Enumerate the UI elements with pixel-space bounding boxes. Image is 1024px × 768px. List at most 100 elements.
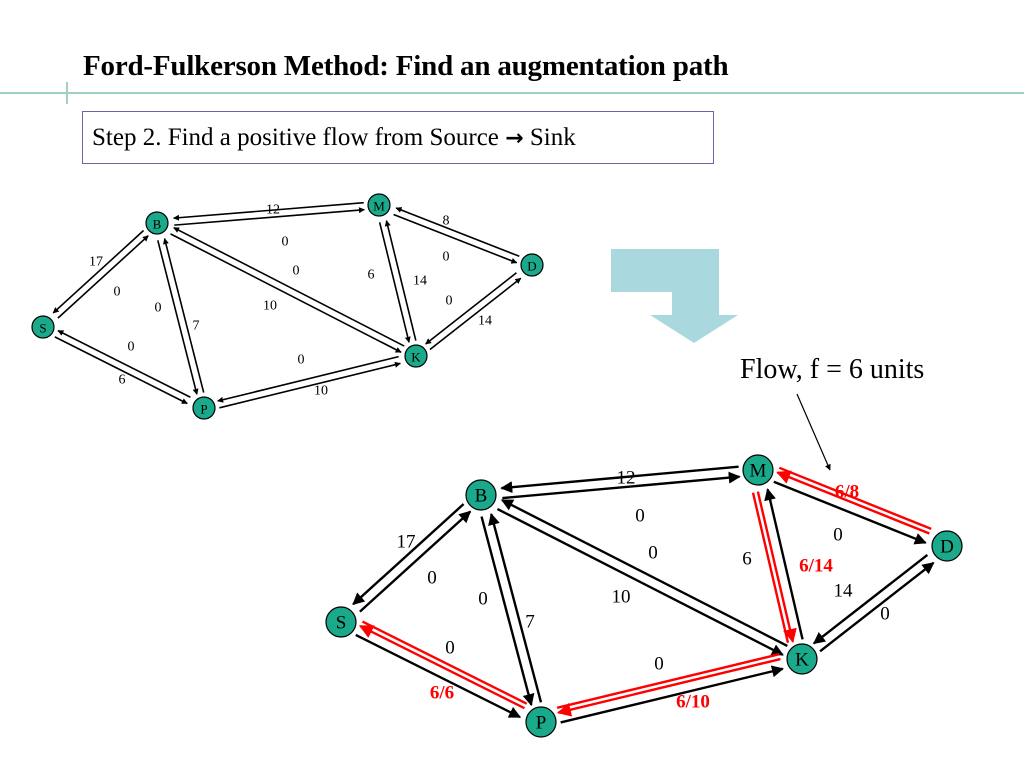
edge-M-B <box>173 201 364 221</box>
node-d <box>520 253 544 277</box>
flow-value-label: Flow, f = 6 units <box>740 354 925 385</box>
small-edge-label-11: 14 <box>413 274 427 289</box>
large-edge-label-13: 0 <box>654 654 664 675</box>
small-edge-label-9: 10 <box>263 299 277 314</box>
small-edge-label-13: 14 <box>478 314 492 329</box>
large-flow-label-1: 6/14 <box>799 556 833 577</box>
node-b <box>465 479 497 511</box>
large-edge-label-1: 0 <box>635 506 645 527</box>
large-edge-label-4: 0 <box>478 589 488 610</box>
node-p <box>192 396 216 420</box>
edge-K-D <box>819 561 935 653</box>
small-edge-label-3: 0 <box>443 250 450 265</box>
edge-P-K <box>219 361 401 409</box>
edge-M-B <box>500 465 739 494</box>
small-edge-label-2: 8 <box>443 214 450 229</box>
edge-M-K <box>756 491 797 643</box>
large-edge-label-9: 0 <box>833 525 843 546</box>
node-k <box>786 643 818 675</box>
edge-D-K <box>425 272 517 345</box>
node-d <box>931 530 963 562</box>
large-flow-label-2: 6/6 <box>430 683 454 704</box>
large-edge-label-12: 0 <box>880 604 890 625</box>
edge-S-P <box>355 633 522 719</box>
edge-D-M <box>776 470 930 535</box>
edge-B-K <box>496 507 784 656</box>
flow-pointer-line <box>796 393 831 471</box>
edge-B-P <box>157 240 199 395</box>
large-edge-label-3: 0 <box>427 568 437 589</box>
edge-P-B <box>163 238 205 393</box>
node-label-k: K <box>795 650 809 671</box>
small-edge-label-4: 17 <box>89 255 103 270</box>
small-edge-label-10: 6 <box>368 268 375 283</box>
small-edge-label-0: 12 <box>266 203 280 218</box>
node-m <box>742 454 774 486</box>
large-edge-label-7: 10 <box>612 587 631 608</box>
small-edge-label-5: 0 <box>114 285 121 300</box>
large-edge-label-10: 0 <box>445 638 455 659</box>
slide-title: Ford-Fulkerson Method: Find an augmentat… <box>83 50 729 82</box>
edge-B-M <box>502 471 741 500</box>
title-divider-tick <box>66 82 68 104</box>
node-label-s: S <box>336 613 347 634</box>
large-graph-nodes: S B M D K P <box>325 454 963 738</box>
node-k <box>404 344 428 368</box>
node-label-k: K <box>411 350 421 365</box>
step-sink: Sink <box>529 124 576 151</box>
node-label-d: D <box>940 537 954 558</box>
node-label-d: D <box>527 259 536 274</box>
edge-P-S <box>57 329 191 398</box>
edge-K-M <box>764 488 804 640</box>
edge-S-B <box>359 510 472 613</box>
small-edge-label-8: 0 <box>293 264 300 279</box>
small-edge-label-7: 7 <box>193 319 200 334</box>
node-s <box>31 315 55 339</box>
small-edge-label-14: 0 <box>128 340 135 355</box>
edge-K-D <box>429 277 522 351</box>
edge-M-K <box>378 222 411 343</box>
small-edge-label-16: 0 <box>298 353 305 368</box>
edge-B-K <box>170 233 402 353</box>
node-label-m: M <box>373 199 385 214</box>
edge-D-M-highlight <box>778 466 932 531</box>
node-p <box>525 706 557 738</box>
step-text: Step 2. Find a positive flow from Source <box>92 124 499 151</box>
node-label-b: B <box>153 217 162 232</box>
small-graph-edges <box>52 201 522 409</box>
node-label-p: P <box>200 402 207 417</box>
title-divider <box>0 92 1024 94</box>
large-edge-label-0: 12 <box>617 468 636 489</box>
edge-B-S <box>52 229 145 314</box>
small-edge-label-1: 0 <box>282 235 289 250</box>
node-label-p: P <box>536 713 547 734</box>
node-m <box>367 193 391 217</box>
edge-K-B <box>173 226 405 347</box>
edge-D-M <box>395 207 520 258</box>
node-s <box>325 606 357 638</box>
edge-K-B <box>500 499 788 647</box>
edge-D-K <box>812 554 929 645</box>
edge-P-S-highlight <box>361 620 528 705</box>
edge-P-K <box>560 665 784 724</box>
large-edge-label-11: 14 <box>834 581 854 602</box>
large-edge-label-8: 6 <box>742 549 752 570</box>
edge-S-B <box>57 235 149 319</box>
large-graph-edges <box>352 465 935 724</box>
right-arrow-icon: → <box>505 126 524 151</box>
edge-K-P-highlight <box>556 653 780 709</box>
large-edge-label-5: 7 <box>525 612 535 633</box>
edge-M-K-highlight <box>751 492 790 644</box>
large-edge-label-2: 17 <box>397 532 416 553</box>
node-label-m: M <box>750 461 767 482</box>
edge-K-P <box>556 657 781 717</box>
edge-P-S <box>358 624 525 710</box>
large-flow-label-3: 6/10 <box>676 692 710 713</box>
edge-B-P <box>480 516 535 707</box>
node-b <box>145 211 169 235</box>
node-label-b: B <box>475 486 488 507</box>
